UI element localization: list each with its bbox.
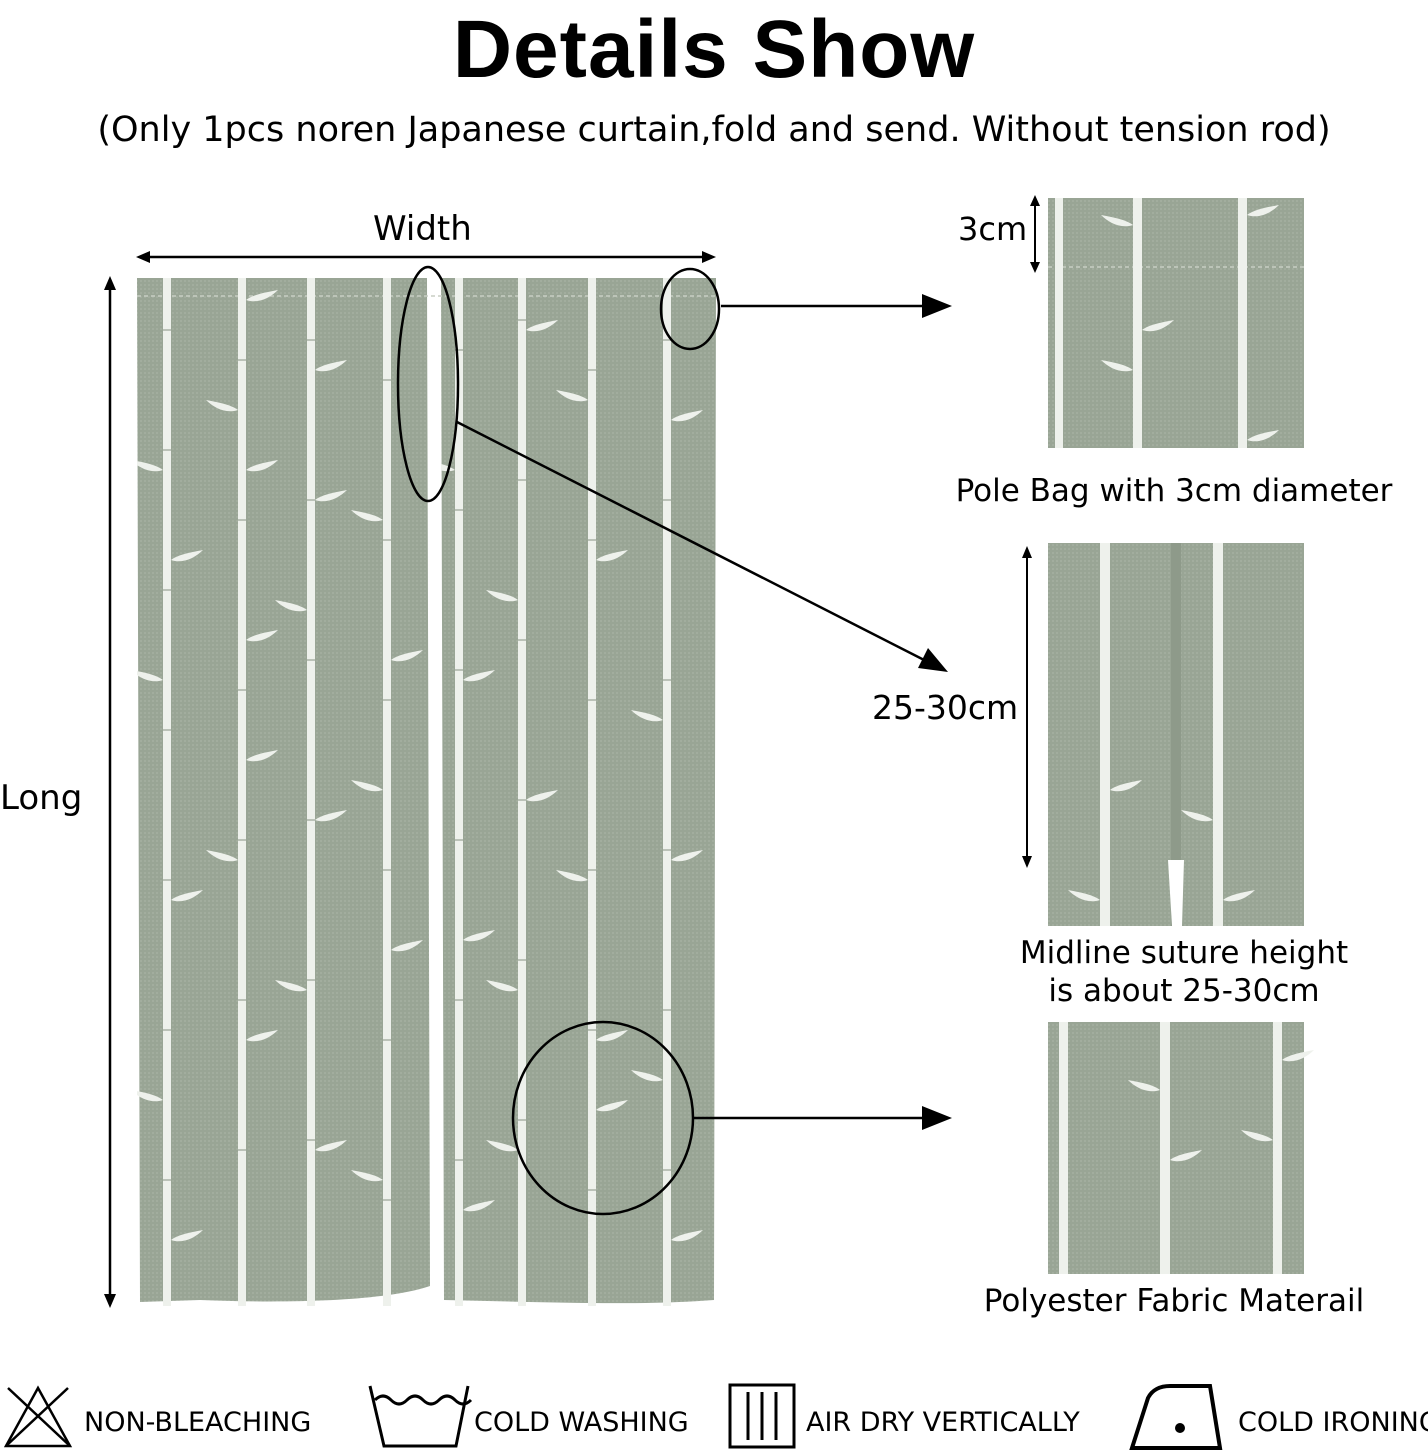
midline-caption-line2: is about 25-30cm [1048,973,1320,1009]
care-label-cold-ironing: COLD IRONING [1238,1407,1428,1438]
curtain-right-panel [441,278,716,1304]
care-label-non-bleaching: NON-BLEACHING [84,1407,312,1438]
line-dry-icon [728,1383,796,1449]
pole-bag-measure: 3cm [958,210,1028,248]
detail-fabric-image [1048,1022,1314,1274]
page-subtitle: (Only 1pcs noren Japanese curtain,fold a… [97,110,1331,150]
detail-midline-image [1048,543,1304,926]
width-dimension-arrow [136,251,716,263]
detail-pole-bag-image [1048,198,1304,448]
midline-measure: 25-30cm [872,688,1019,727]
bamboo-pattern [137,278,423,1306]
long-label: Long [0,778,83,818]
pole-bag-measure-arrow [1030,195,1040,273]
pole-bag-caption: Pole Bag with 3cm diameter [955,473,1393,509]
no-bleach-icon [3,1385,73,1448]
iron-icon [1129,1384,1223,1450]
callout-markers [396,265,935,1216]
wash-tub-icon [368,1385,473,1448]
care-label-cold-washing: COLD WASHING [474,1407,689,1438]
width-label: Width [373,209,472,249]
midline-caption-line1: Midline suture height [1019,935,1349,971]
midline-measure-arrow [1022,546,1032,868]
page-title: Details Show [452,4,976,95]
long-dimension-arrow [104,276,116,1308]
curtain-left-panel [137,278,430,1302]
fabric-caption: Polyester Fabric Materail [983,1283,1365,1319]
care-label-air-dry: AIR DRY VERTICALLY [806,1407,1080,1438]
